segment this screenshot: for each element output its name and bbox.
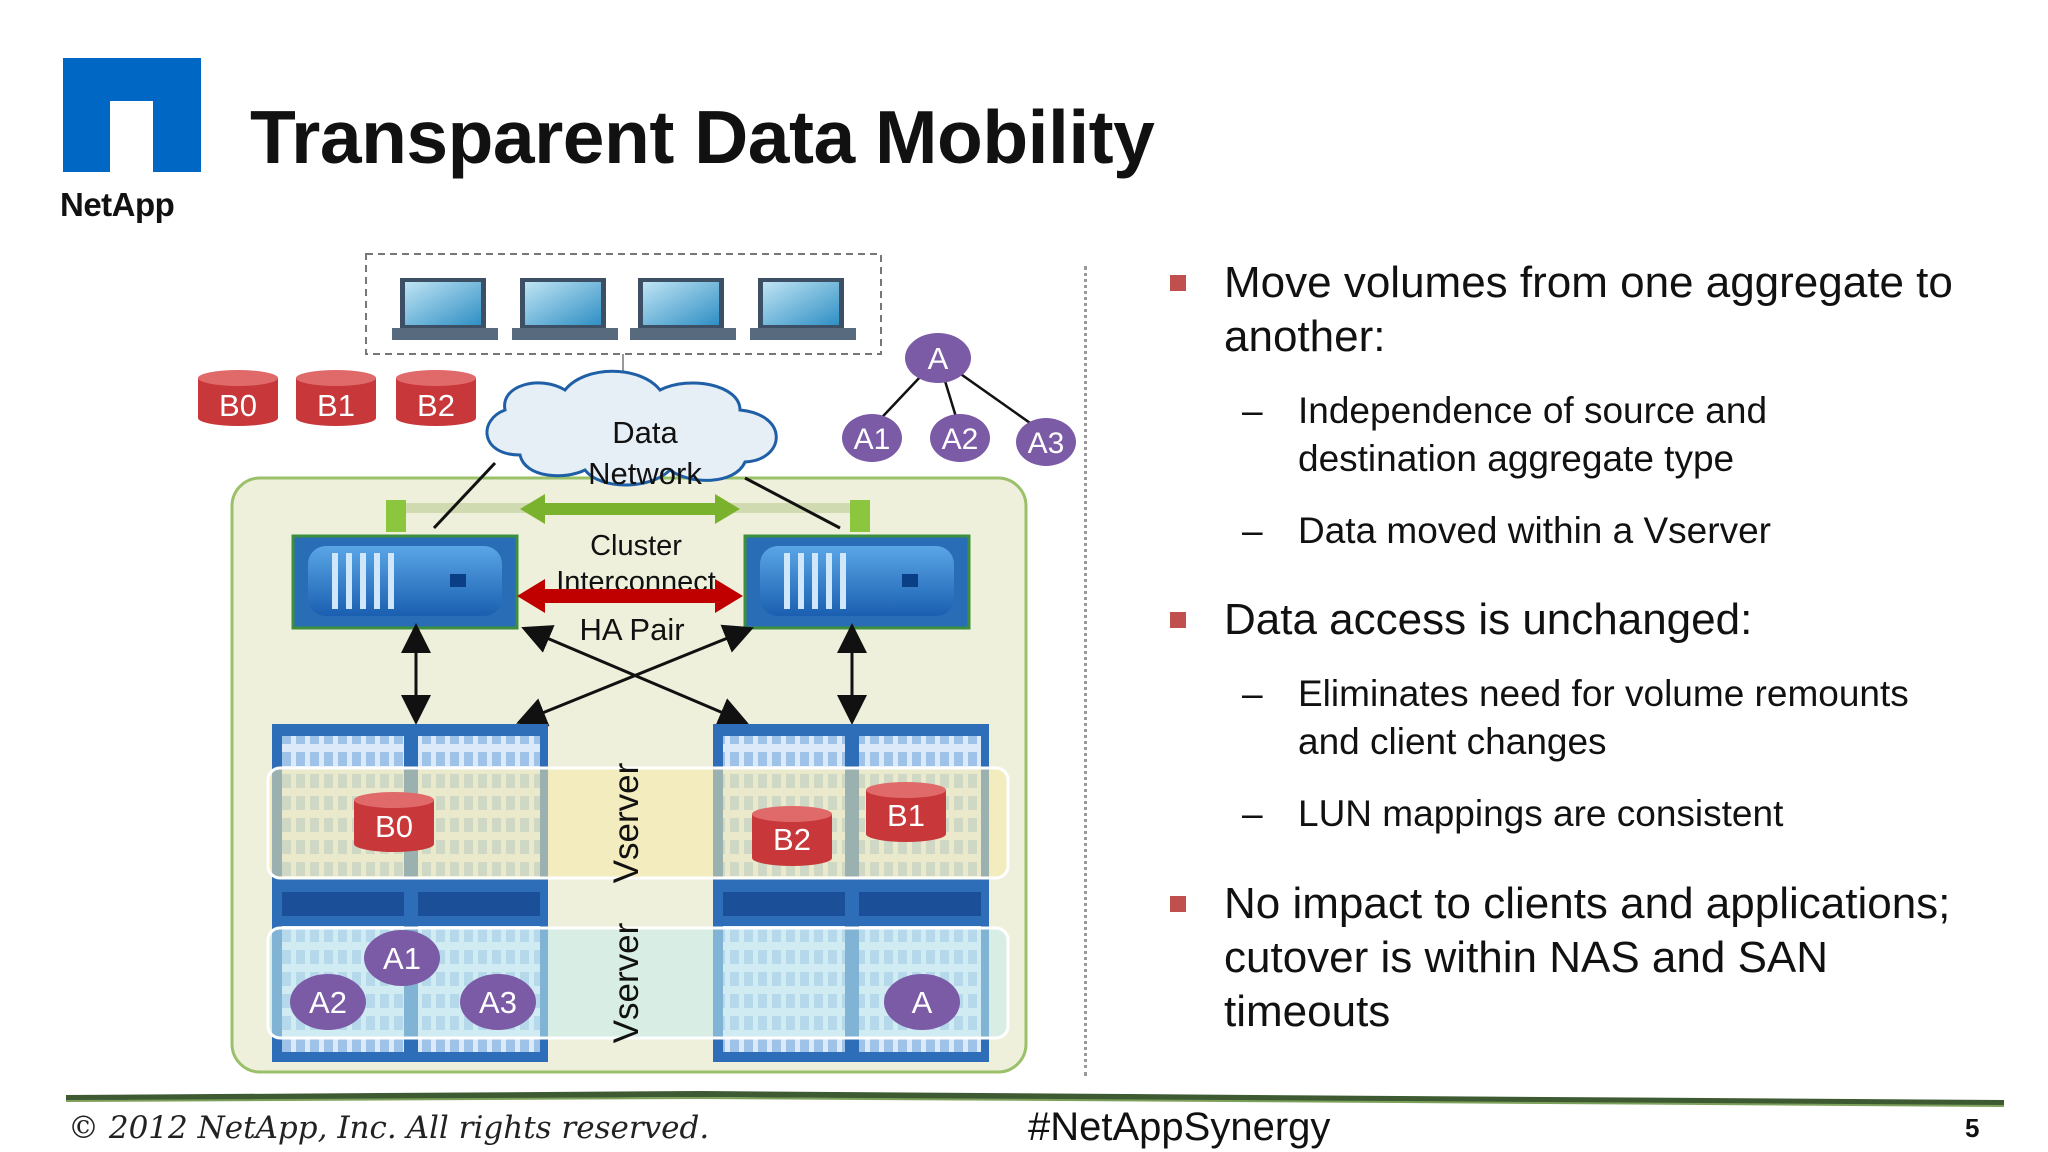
node-circle: [364, 930, 440, 986]
shelf-node-label: A3: [479, 985, 517, 1020]
computer-icon: [630, 278, 736, 340]
footer-hashtag: #NetAppSynergy: [1028, 1105, 1331, 1149]
bullet-marker: [1170, 896, 1186, 912]
volume-cylinder-b0-top: [198, 370, 278, 426]
cluster-label-line1: Cluster: [590, 530, 682, 562]
volume-cylinder-b0-shelf: [354, 792, 434, 852]
data-network-cloud: [485, 369, 778, 487]
cross-arrow-2: [516, 624, 754, 727]
controller-node-right: [743, 534, 971, 630]
volume-cylinder-b1-top: [296, 370, 376, 426]
bullet-line: another:: [1224, 312, 1386, 361]
netapp-logo-slot: [110, 101, 153, 172]
sub-bullet-dash: –: [1242, 390, 1263, 431]
shelf-node-label: A1: [383, 941, 421, 976]
volume-cylinder-b1-shelf: [866, 782, 946, 842]
tree-root-label: A: [928, 341, 949, 376]
computer-icon: [512, 278, 618, 340]
sub-bullet-line: Eliminates need for volume remounts: [1298, 673, 1909, 714]
bullet-text: No impact to clients and applications; c…: [1224, 877, 1950, 1039]
cloud-link-left: [432, 461, 497, 530]
cloud-label-line1: Data: [612, 415, 678, 450]
bullet-marker: [1170, 275, 1186, 291]
node-circle: [842, 414, 902, 462]
node-circle: [1016, 418, 1076, 466]
volume-label: B2: [417, 388, 455, 423]
vserver-band-bottom: [266, 926, 1010, 1040]
node-circle-a: [905, 333, 971, 383]
bullet-text: Data access is unchanged:: [1224, 593, 1752, 647]
cloud-link-right: [744, 476, 841, 530]
bullet-line: timeouts: [1224, 987, 1391, 1036]
volume-label: B0: [219, 388, 257, 423]
bullet-line: cutover is within NAS and SAN: [1224, 933, 1829, 982]
client-computers: [392, 278, 856, 340]
sub-bullet-line: Data moved within a Vserver: [1298, 510, 1771, 551]
sub-bullet-line: and client changes: [1298, 721, 1607, 762]
tree-child-label: A2: [942, 423, 979, 456]
volume-label: B1: [887, 798, 925, 833]
volume-label: B0: [375, 809, 413, 844]
bullet-text: Move volumes from one aggregate to anoth…: [1224, 256, 1953, 364]
sub-bullet-dash: –: [1242, 793, 1263, 834]
section-divider: [1084, 266, 1087, 1076]
shelf-node-label: A2: [309, 985, 347, 1020]
sub-bullet-text: Eliminates need for volume remounts and …: [1298, 670, 1909, 766]
bullet-line: Move volumes from one aggregate to: [1224, 258, 1953, 307]
bullet-line: Data access is unchanged:: [1224, 595, 1753, 644]
ha-pair-arrow: [517, 579, 743, 613]
ha-pair-label: HA Pair: [579, 612, 684, 647]
volume-label: B1: [317, 388, 355, 423]
node-circle: [930, 414, 990, 462]
cluster-interconnect-arrow: [520, 494, 740, 524]
controller-node-left: [291, 534, 519, 630]
volume-cylinder-b2-shelf: [752, 806, 832, 866]
cloud-label-line2: Network: [588, 456, 702, 491]
footer-copyright: © 2012 NetApp, Inc. All rights reserved.: [68, 1110, 710, 1146]
shelf-node-label: A: [912, 985, 933, 1020]
sub-bullet-text: LUN mappings are consistent: [1298, 790, 1783, 838]
vserver-label-top: Vserver: [607, 762, 646, 883]
volume-cylinder-b2-top: [396, 370, 476, 426]
netapp-logo-text: NetApp: [60, 186, 175, 223]
sub-bullet-dash: –: [1242, 510, 1263, 551]
sub-bullet-text: Independence of source and destination a…: [1298, 387, 1767, 483]
interconnect-right-post: [850, 500, 870, 532]
sub-bullet-line: Independence of source and: [1298, 390, 1768, 431]
computer-icon: [750, 278, 856, 340]
sub-bullet-line: LUN mappings are consistent: [1298, 793, 1784, 834]
computer-icon: [392, 278, 498, 340]
bullet-line: No impact to clients and applications;: [1224, 879, 1951, 928]
volume-label: B2: [773, 822, 811, 857]
tree-child-label: A3: [1028, 427, 1065, 460]
footer-rule: [65, 1090, 2005, 1106]
node-circle: [460, 974, 536, 1030]
sub-bullet-line: destination aggregate type: [1298, 438, 1735, 479]
clients-box: [365, 253, 882, 355]
interconnect-left-post: [386, 500, 406, 532]
page-number: 5: [1965, 1113, 1980, 1143]
bullet-marker: [1170, 612, 1186, 628]
footer-rule-highlight: [65, 1096, 2005, 1107]
slide-title: Transparent Data Mobility: [250, 95, 1155, 179]
sub-bullet-text: Data moved within a Vserver: [1298, 507, 1771, 555]
vserver-label-bottom: Vserver: [607, 922, 646, 1043]
node-circle: [290, 974, 366, 1030]
sub-bullet-dash: –: [1242, 673, 1263, 714]
node-circle: [884, 974, 960, 1030]
tree-child-label: A1: [854, 423, 891, 456]
